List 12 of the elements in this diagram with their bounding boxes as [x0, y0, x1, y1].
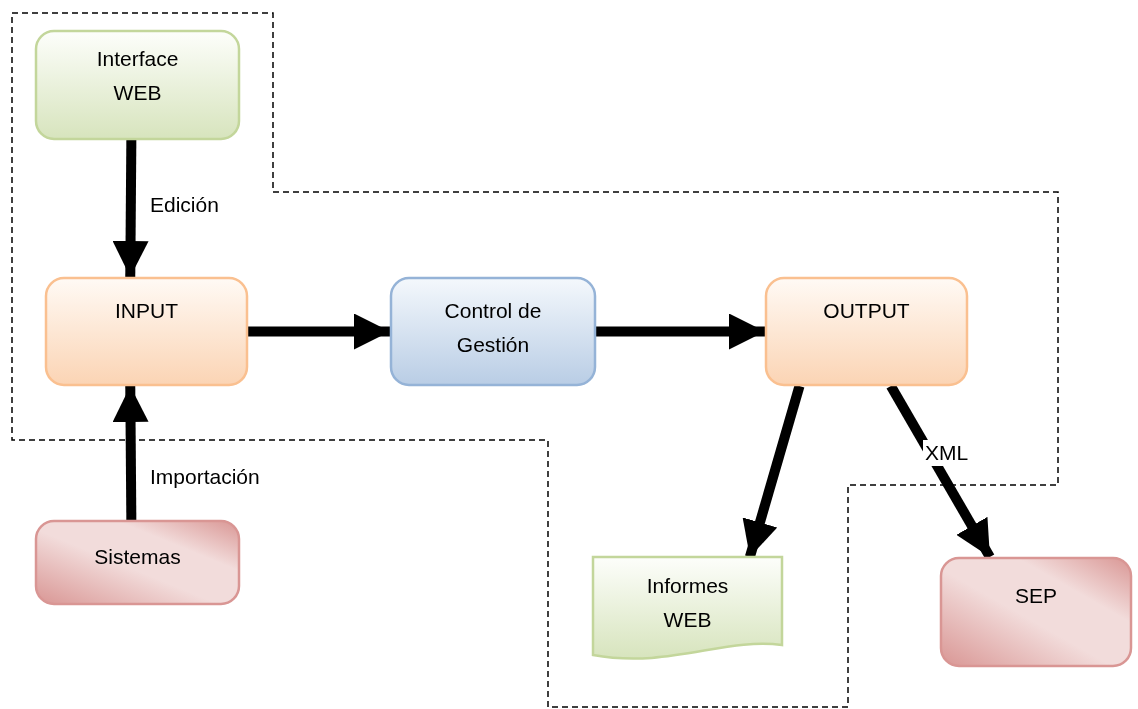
- node-label: Informes WEB: [645, 573, 730, 633]
- node-label: SEP: [1014, 583, 1058, 609]
- arrow: [248, 313, 390, 350]
- arrow: [596, 313, 765, 350]
- node-label: Interface WEB: [95, 46, 180, 106]
- edge-label: XML: [923, 440, 971, 466]
- node-label: INPUT: [114, 298, 179, 324]
- arrow: [112, 385, 149, 521]
- arrow: [112, 139, 149, 278]
- node-label: Control de Gestión: [443, 298, 543, 358]
- node-label: Sistemas: [93, 544, 182, 570]
- node-label: OUTPUT: [822, 298, 911, 324]
